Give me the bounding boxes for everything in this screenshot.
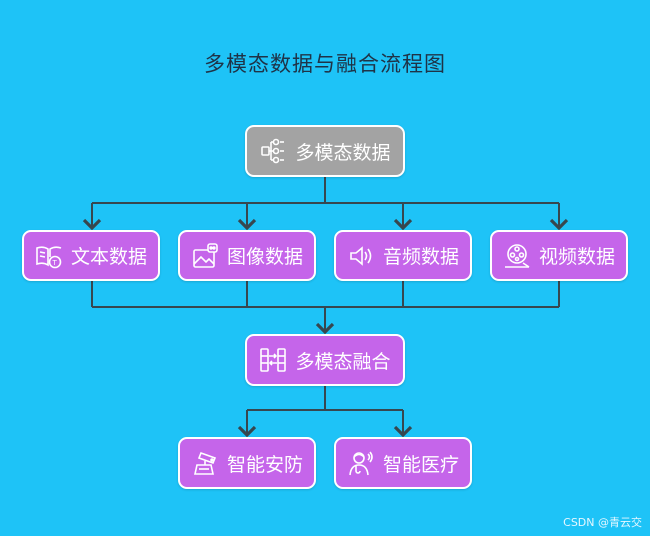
node-video-data[interactable]: 视频数据 — [490, 230, 628, 281]
node-image-data[interactable]: 图像数据 — [178, 230, 316, 281]
speaker-icon — [347, 242, 375, 270]
fusion-arrows-icon — [259, 346, 287, 374]
image-robot-icon — [191, 242, 219, 270]
watermark: CSDN @青云交 — [563, 516, 642, 529]
security-camera-icon — [191, 449, 219, 477]
doctor-icon — [347, 449, 375, 477]
node-label: 音频数据 — [382, 246, 459, 268]
node-label: 多模态融合 — [295, 350, 391, 373]
svg-text:T: T — [51, 259, 57, 267]
node-label: 智能医疗 — [382, 453, 459, 476]
node-audio-data[interactable]: 音频数据 — [334, 230, 472, 281]
data-hierarchy-icon — [259, 137, 287, 165]
node-smart-medical[interactable]: 智能医疗 — [334, 437, 472, 489]
node-label: 视频数据 — [538, 246, 615, 268]
diagram-title: 多模态数据与融合流程图 — [204, 52, 446, 76]
node-text-data[interactable]: T 文本数据 — [22, 230, 160, 281]
node-label: 智能安防 — [226, 453, 303, 476]
book-text-icon: T — [35, 242, 63, 270]
node-multimodal-data[interactable]: 多模态数据 — [245, 125, 405, 177]
node-label: 文本数据 — [70, 246, 147, 268]
node-smart-security[interactable]: 智能安防 — [178, 437, 316, 489]
node-label: 多模态数据 — [295, 141, 391, 164]
node-label: 图像数据 — [226, 246, 303, 268]
film-reel-icon — [503, 242, 531, 270]
node-multimodal-fusion[interactable]: 多模态融合 — [245, 334, 405, 386]
